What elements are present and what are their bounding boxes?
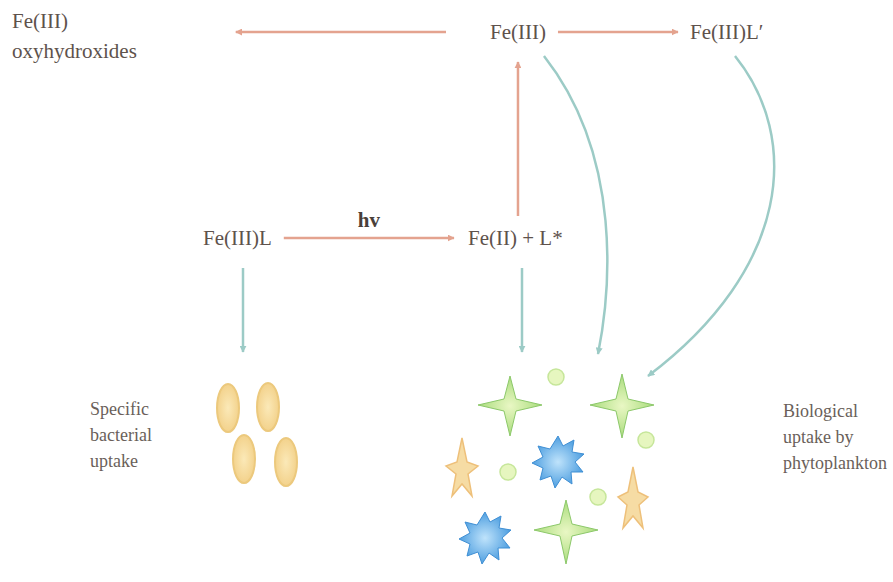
- species-label: Fe(II) + L*: [464, 222, 567, 254]
- node-text: Fe(III)L′: [686, 16, 767, 48]
- reaction-arrow: [284, 237, 454, 240]
- reaction-arrow: [648, 56, 774, 376]
- phytoplankton: [446, 369, 654, 564]
- node-text: Biological uptake by phytoplankton: [783, 398, 887, 476]
- node-text: Fe(III)L: [199, 222, 276, 254]
- node-text: Fe(II) + L*: [464, 222, 567, 254]
- species-label: Fe(III)L: [199, 222, 276, 254]
- node-text: Fe(III): [486, 16, 550, 48]
- species-label: Fe(III) oxyhydroxides: [8, 4, 141, 68]
- reaction-arrow: [517, 62, 520, 216]
- reaction-arrow: [521, 268, 524, 352]
- uptake-group: Biological uptake by phytoplankton: [440, 354, 889, 580]
- species-label: Fe(III): [486, 16, 550, 48]
- reaction-arrow: [236, 31, 446, 34]
- reaction-arrow: [558, 31, 678, 34]
- reaction-arrow: [544, 56, 607, 354]
- species-label: Fe(III)L′: [686, 16, 767, 48]
- reaction-arrow: [242, 268, 245, 352]
- node-text: Fe(III) oxyhydroxides: [8, 4, 141, 68]
- bacteria: [217, 383, 297, 486]
- node-text: Specific bacterial uptake: [90, 396, 152, 474]
- edge-label: hv: [355, 208, 383, 233]
- uptake-group: Specific bacterial uptake: [80, 352, 310, 502]
